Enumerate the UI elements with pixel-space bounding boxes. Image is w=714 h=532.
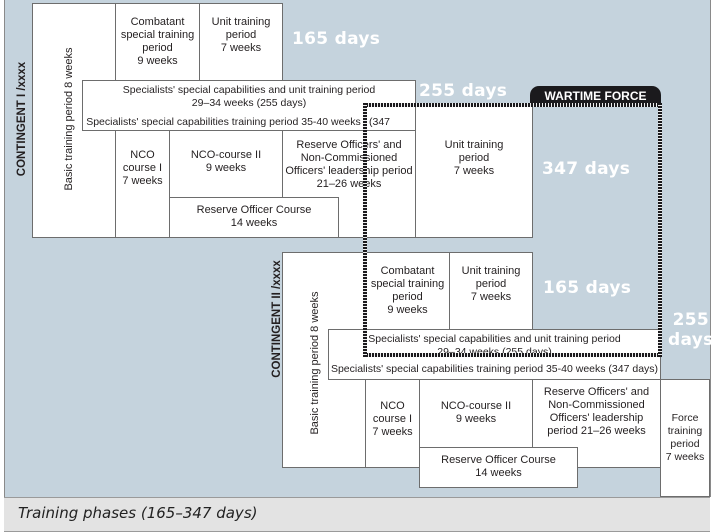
c1-nco-course-1-box: NCO course I 7 weeks: [115, 130, 170, 238]
c2-specialist-347-row: Specialists' special capabilities traini…: [328, 359, 661, 380]
c1-specialist-347-days: (347 days): [366, 113, 416, 141]
wartime-frame-left: [363, 103, 367, 357]
c2-unit-training-top-box: Unit training period 7 weeks: [449, 252, 533, 332]
c1-days-165: 165 days: [292, 29, 381, 49]
c2-nco-course-2-box: NCO-course II 9 weeks: [419, 379, 533, 448]
c1-specialist-347-row: Specialists' special capabilities traini…: [82, 113, 364, 131]
c1-days-255: 255 days: [419, 81, 508, 101]
c1-basic-training-label: Basic training period 8 weeks: [63, 47, 75, 191]
figure-caption: Training phases (165–347 days): [18, 504, 258, 522]
wartime-frame-bottom: [363, 353, 662, 357]
c2-basic-training-label: Basic training period 8 weeks: [309, 291, 321, 435]
c2-days-165: 165 days: [543, 278, 632, 298]
c1-nco-course-2-box: NCO-course II 9 weeks: [169, 130, 283, 198]
c2-days-255: 255 days: [668, 310, 714, 350]
c1-unit-training-right-box: Unit training period 7 weeks: [415, 105, 533, 238]
c2-nco-course-1-box: NCO course I 7 weeks: [365, 379, 420, 468]
c1-days-347: 347 days: [542, 159, 631, 179]
c1-combatant-box: Combatant special training period 9 week…: [115, 3, 200, 83]
wartime-frame-right: [658, 103, 662, 357]
c2-reserve-officer-course-box: Reserve Officer Course 14 weeks: [419, 447, 578, 488]
contingent-1-label: CONTINGENT I /xxxx: [16, 61, 28, 177]
c2-combatant-box: Combatant special training period 9 week…: [365, 252, 450, 332]
wartime-force-label: WARTIME FORCE: [530, 86, 661, 105]
c2-force-training-box: Force training period 7 weeks: [660, 379, 710, 497]
caption-bar: Training phases (165–347 days): [4, 497, 710, 532]
wartime-frame-top: [363, 103, 662, 107]
c1-unit-training-top-box: Unit training period 7 weeks: [199, 3, 283, 83]
c1-reserve-officer-course-box: Reserve Officer Course 14 weeks: [169, 197, 339, 238]
